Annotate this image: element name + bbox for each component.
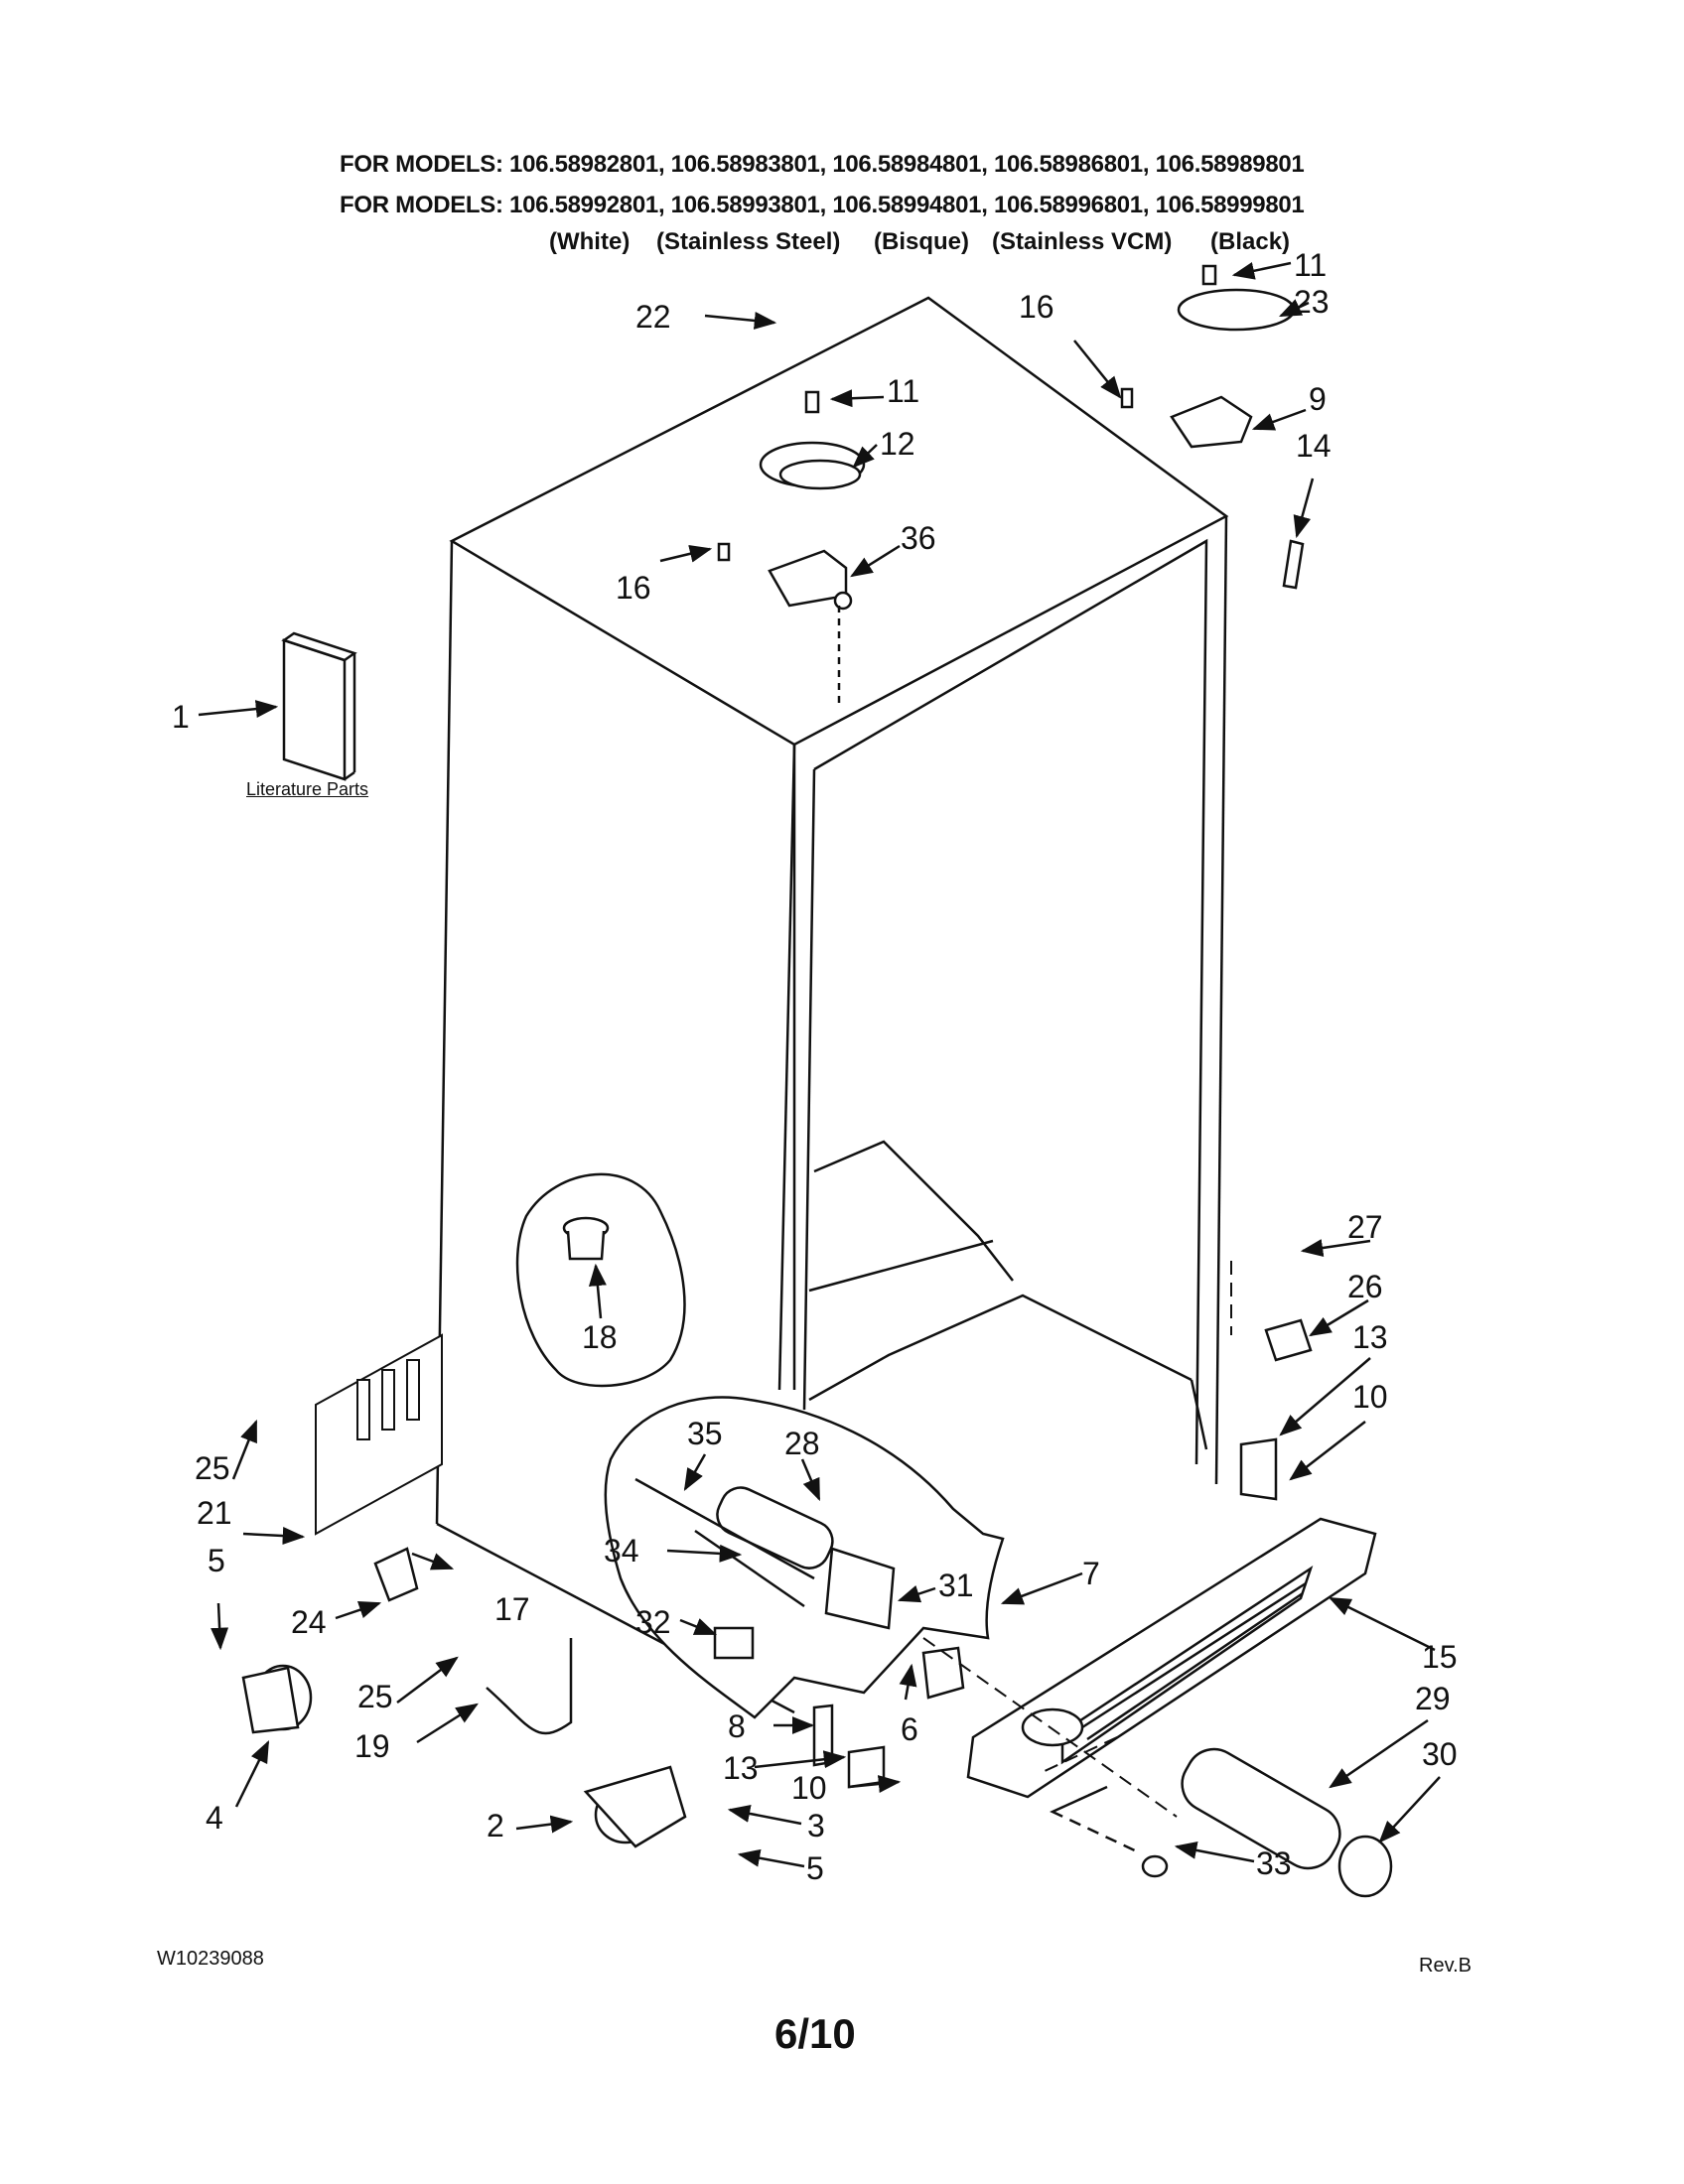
- callout-10-bottom: 10: [791, 1770, 827, 1806]
- callout-10-right: 10: [1352, 1379, 1388, 1415]
- models-line-2: FOR MODELS: 106.58992801, 106.58993801, …: [340, 192, 1305, 218]
- callout-28: 28: [784, 1426, 820, 1461]
- lower-hinge-parts: [812, 1318, 1313, 1789]
- variant-black: (Black): [1210, 228, 1291, 255]
- callout-8: 8: [728, 1708, 746, 1744]
- bottom-left-parts: [241, 1547, 687, 1848]
- callout-34: 34: [604, 1533, 639, 1569]
- callout-6: 6: [901, 1711, 918, 1747]
- variant-stainless-steel: (Stainless Steel): [656, 228, 841, 255]
- callout-33: 33: [1256, 1845, 1292, 1881]
- top-hinge-parts: [717, 264, 1305, 705]
- callout-30: 30: [1422, 1736, 1458, 1772]
- callout-13-bottom: 13: [723, 1750, 759, 1786]
- document-number: W10239088: [157, 1948, 264, 1970]
- leader-arrows: [198, 261, 1441, 1868]
- callout-9: 9: [1309, 381, 1327, 417]
- literature-parts-label: Literature Parts: [246, 779, 369, 799]
- callout-4: 4: [206, 1800, 223, 1836]
- callout-26: 26: [1347, 1269, 1383, 1304]
- callout-14: 14: [1296, 428, 1332, 464]
- callout-22: 22: [635, 299, 671, 335]
- callout-5-bottom: 5: [806, 1850, 824, 1886]
- callout-18: 18: [582, 1319, 618, 1355]
- cabinet-body: [435, 296, 1229, 1714]
- toe-grille: [966, 1517, 1377, 1799]
- callout-11-top: 11: [1294, 247, 1327, 283]
- rear-grille: [315, 1333, 443, 1536]
- callout-11-mid: 11: [887, 373, 919, 409]
- callout-15: 15: [1422, 1639, 1458, 1675]
- callout-25-bottom: 25: [357, 1679, 393, 1714]
- revision-label: Rev.B: [1419, 1955, 1472, 1977]
- literature-booklet: [281, 631, 357, 781]
- callout-2: 2: [487, 1808, 504, 1843]
- page-number: 6/10: [774, 2010, 856, 2057]
- callout-5-top: 5: [208, 1543, 225, 1578]
- callout-12: 12: [880, 426, 915, 462]
- callout-17: 17: [494, 1591, 530, 1627]
- variant-stainless-vcm: (Stainless VCM): [992, 228, 1173, 255]
- color-variants: (White) (Stainless Steel) (Bisque) (Stai…: [549, 228, 1291, 260]
- callout-1: 1: [172, 699, 190, 735]
- callout-labels: 1 2 3 4 5 5 6 7 8 9 10 10 11 11 12 13 13…: [172, 247, 1458, 1886]
- water-valve-area: [604, 1396, 1005, 1719]
- callout-16-mid: 16: [616, 570, 651, 606]
- callout-36: 36: [901, 520, 936, 556]
- callout-27: 27: [1347, 1209, 1383, 1245]
- callout-29: 29: [1415, 1681, 1451, 1716]
- callout-21: 21: [197, 1495, 232, 1531]
- callout-31: 31: [938, 1568, 974, 1603]
- callout-7: 7: [1082, 1556, 1100, 1591]
- alignment-lines: [922, 1261, 1232, 1818]
- water-filter: [1050, 1747, 1393, 1898]
- variant-bisque: (Bisque): [874, 228, 969, 255]
- callout-23: 23: [1294, 284, 1330, 320]
- variant-white: (White): [549, 228, 631, 255]
- callout-13-right: 13: [1352, 1319, 1388, 1355]
- callout-16-top: 16: [1019, 289, 1054, 325]
- callout-25-left: 25: [195, 1450, 230, 1486]
- callout-32: 32: [635, 1604, 671, 1640]
- callout-3: 3: [807, 1808, 825, 1843]
- callout-24: 24: [291, 1604, 327, 1640]
- models-line-1: FOR MODELS: 106.58982801, 106.58983801, …: [340, 151, 1305, 178]
- callout-35: 35: [687, 1416, 723, 1451]
- callout-19: 19: [354, 1728, 390, 1764]
